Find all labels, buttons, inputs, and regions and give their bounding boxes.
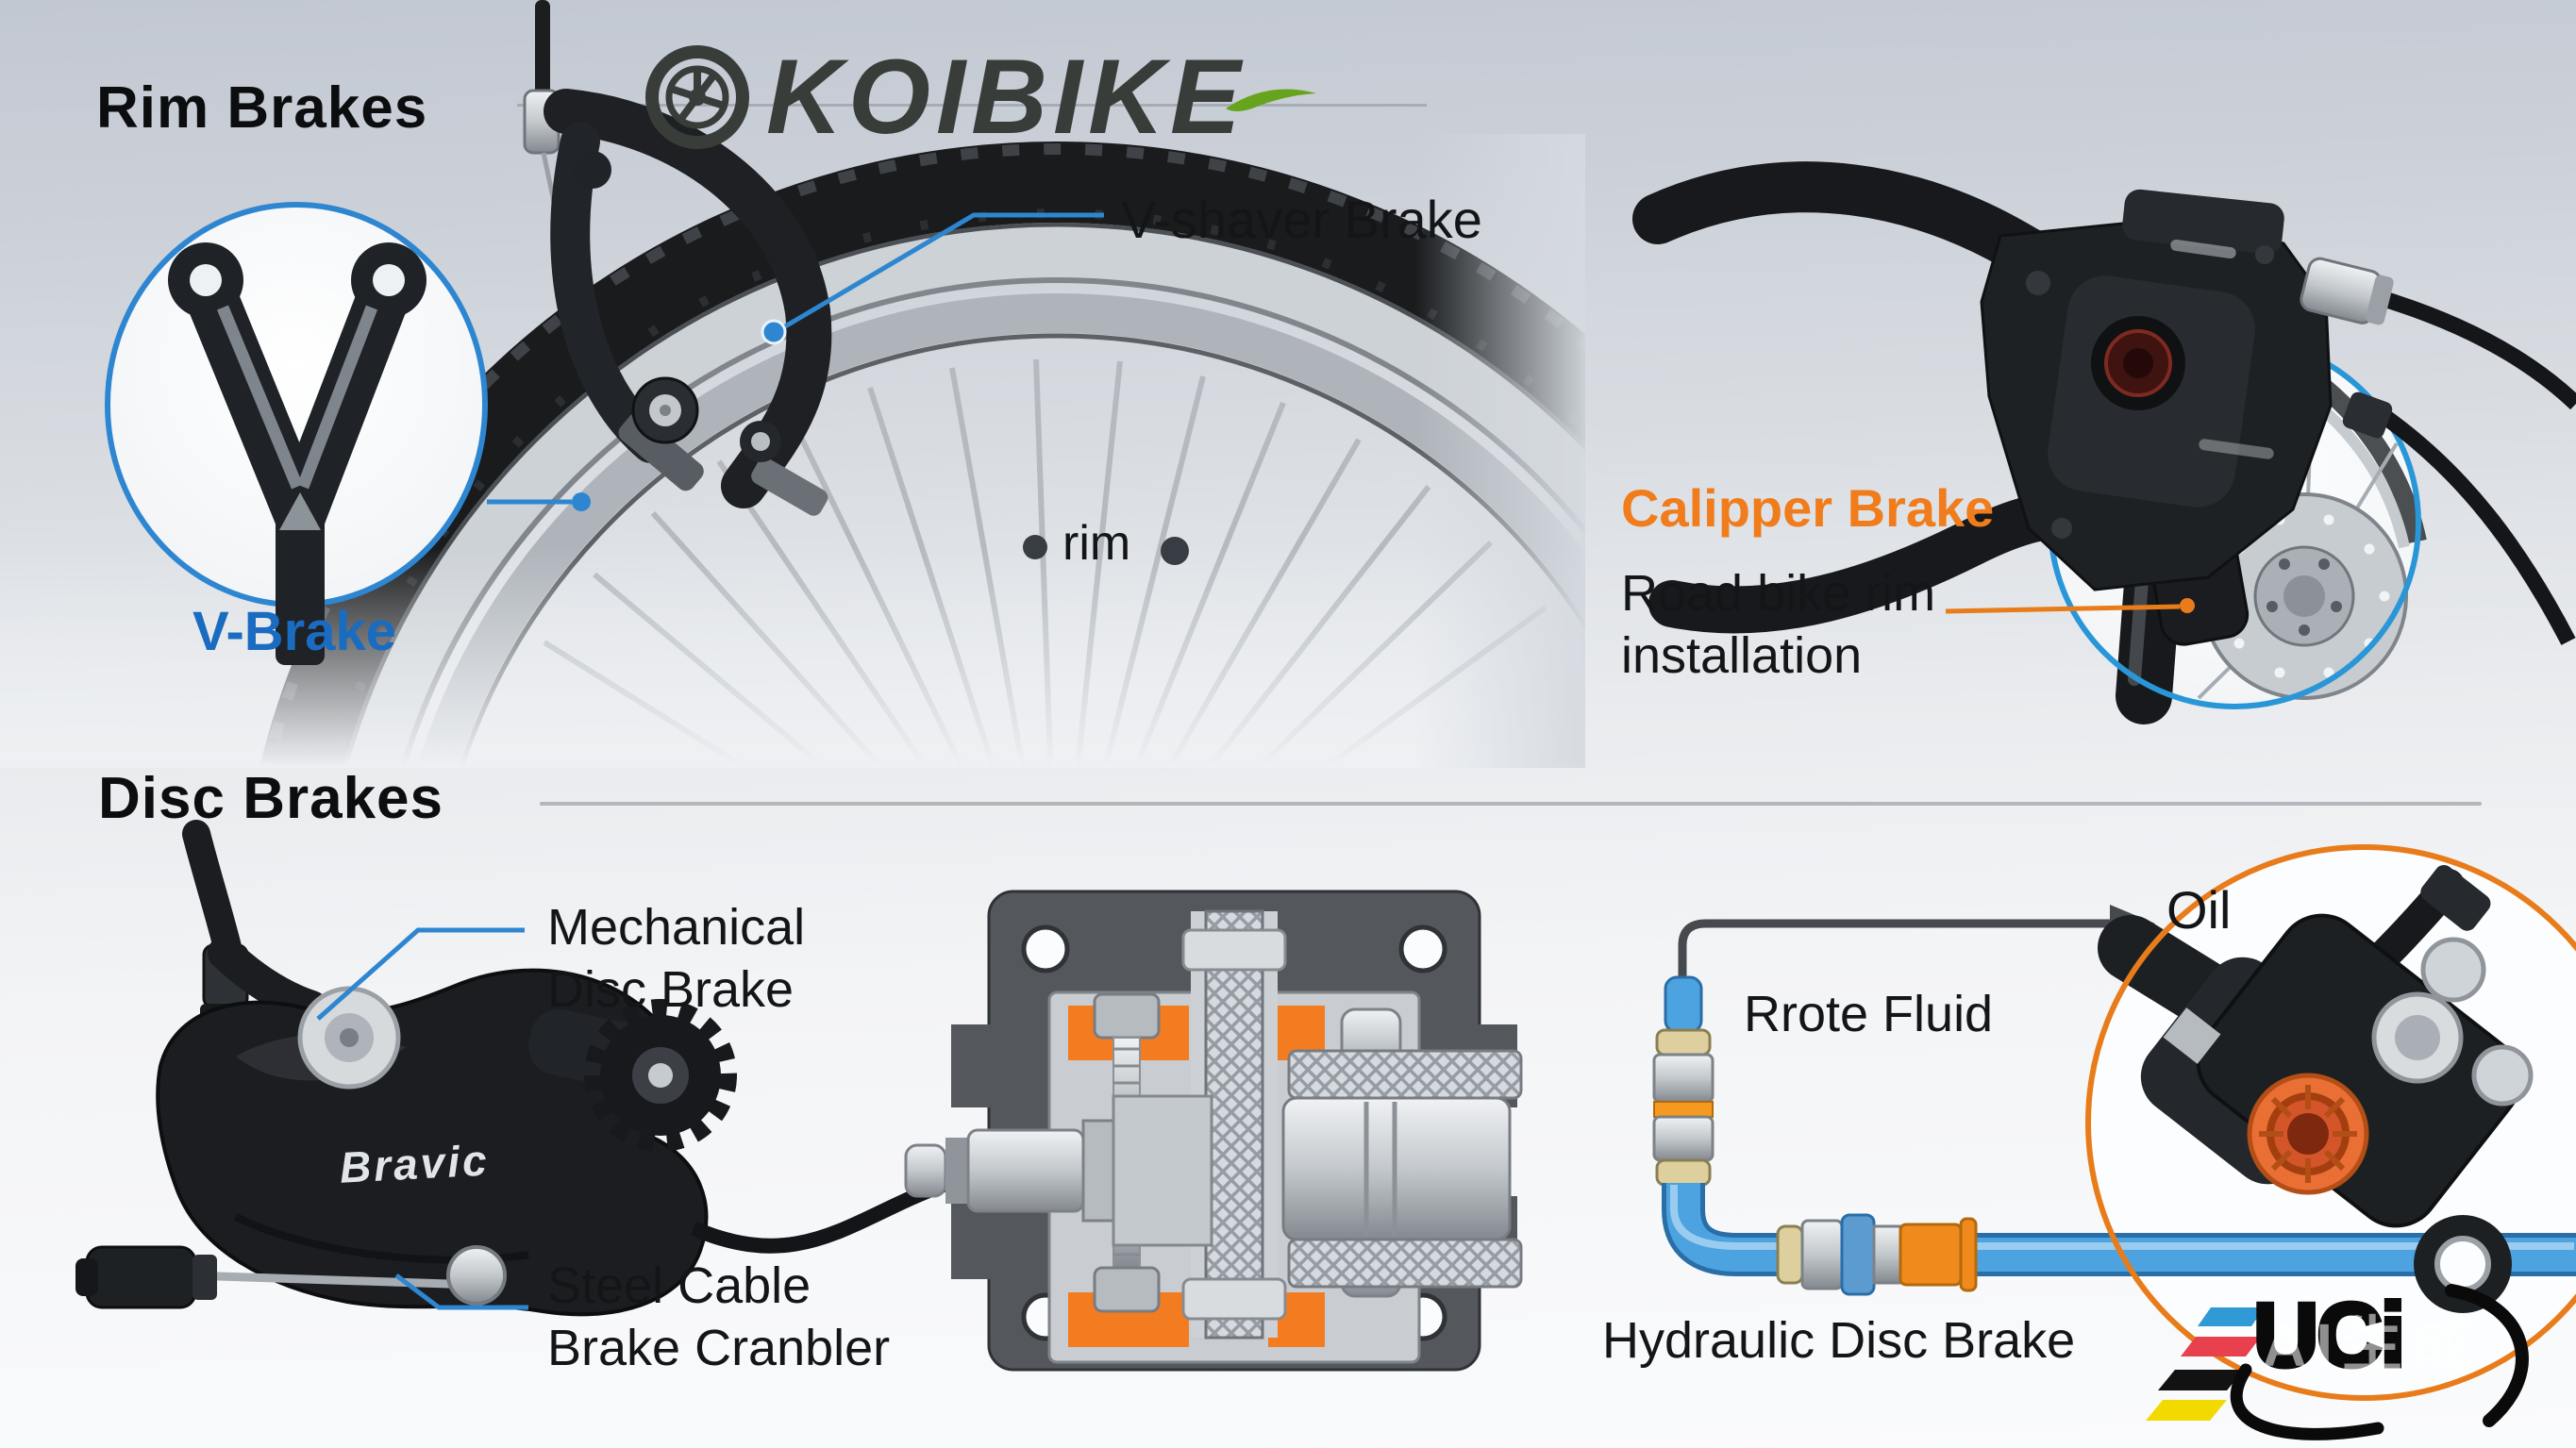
brand-logo-text: KOIBIKE [766,38,1246,156]
brand-logo: KOIBIKE [642,36,1320,158]
caliper-on-wheel-illustration [523,0,832,516]
oil-arrow [1678,905,2155,985]
mechanical-line2: Disc Brake [547,961,795,1018]
section-divider [540,802,2482,806]
road-install-line1: Road bike rim [1621,565,1936,622]
rim-marker-dot-left [1023,535,1047,559]
road-install-label: Road bike rim installation [1621,562,1935,687]
mechanical-disc-brake-illustration: Bravic [75,820,946,1317]
hose-fitting-orange [1899,1223,1963,1287]
hydraulic-caliper-illustration [2098,864,2534,1313]
steel-cable-line2: Brake Cranbler [547,1320,891,1376]
axle-tip [904,1143,947,1198]
tire [259,141,1585,768]
uci-swoosh-left [2230,1363,2384,1440]
road-install-leader-line [1945,598,2195,614]
calipper-brake-label: Calipper Brake [1621,478,1995,538]
rim-label: rim [1062,516,1131,571]
uci-swoosh-right [2445,1284,2529,1427]
rote-fluid-label: Rrote Fluid [1744,986,1994,1042]
v-brake-shape [168,242,427,665]
mechanical-disc-label: Mechanical Disc Brake [547,896,805,1021]
uci-stripe-yellow [2146,1400,2227,1421]
uci-stripe-blue [2198,1307,2265,1326]
disc-rotor [2200,492,2408,700]
v-brake-label: V-Brake [192,601,397,662]
v-shaver-brake-label: V-shaver Brake [1121,190,1482,249]
uci-logo: UCi AI生成 [2146,1283,2529,1440]
hose-fitting-tan [1776,1224,1804,1285]
wheel-fade-right [1415,134,1585,768]
mechanical-line1: Mechanical [547,899,806,956]
steel-cable-out [690,1177,946,1254]
rim-ring [343,223,1585,768]
v-brake-inset [105,202,591,665]
brake-lever-illustration [1632,161,2576,645]
steel-cable-leader-line [394,1273,528,1310]
v-shaver-leader-line [761,212,1104,345]
logo-swoosh-icon [1225,89,1316,111]
rim-marker-dot-right [1161,537,1189,565]
hub-cross-section-illustration [904,890,1523,1372]
watermark-text: AI生成 [2263,1311,2482,1379]
rotor-section [1204,909,1264,1340]
brake-cable-upper [2375,289,2576,410]
mechanical-leader-line [316,927,525,1021]
pulley-gear [584,999,737,1152]
steel-cable-label: Steel Cable Brake Cranbler [547,1255,890,1379]
uci-stripe-red [2181,1337,2261,1356]
hydraulic-disc-brake-label: Hydraulic Disc Brake [1602,1312,2076,1369]
brake-cable-lower [2378,408,2576,645]
disc-brakes-heading: Disc Brakes [98,766,444,831]
uci-letters: UCi [2253,1285,2403,1386]
uci-stripe-black [2158,1370,2244,1390]
hydraulic-inset-ring [2085,844,2576,1401]
wheel-logo-icon [645,44,749,149]
rim-brakes-heading: Rim Brakes [96,75,428,141]
oil-label: Oil [2166,880,2232,940]
steel-cable-line1: Steel Cable [547,1257,811,1314]
hydraulic-hose-illustration [1652,975,2576,1296]
logo-underline [517,104,1427,107]
caliper-brand-text: Bravic [339,1135,491,1191]
road-install-line2: installation [1621,627,1863,684]
